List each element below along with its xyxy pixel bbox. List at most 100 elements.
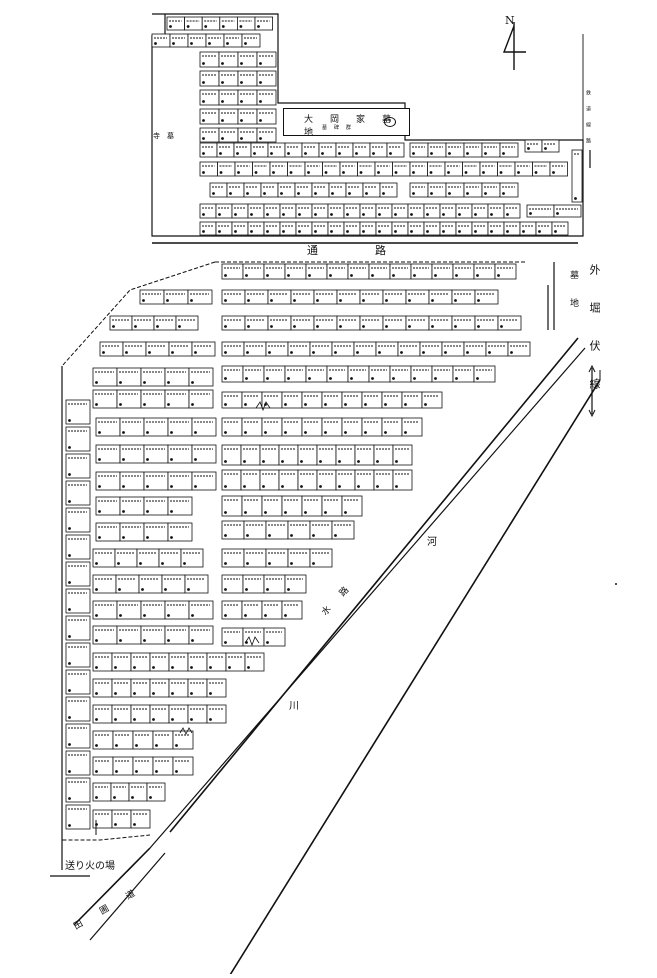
plot-marker bbox=[250, 213, 253, 216]
plot-marker bbox=[454, 325, 457, 328]
plot-marker bbox=[355, 152, 358, 155]
moat-arrow-icon bbox=[588, 364, 596, 418]
plot-marker bbox=[290, 351, 293, 354]
plot-marker bbox=[208, 42, 211, 45]
plot-marker bbox=[357, 485, 360, 488]
upper-plot bbox=[339, 161, 358, 177]
plot-marker bbox=[224, 485, 227, 488]
plot-marker bbox=[362, 325, 365, 328]
east-cemetery-label: 墓 地 bbox=[568, 270, 578, 312]
plot-marker bbox=[122, 536, 125, 539]
upper-plot bbox=[463, 142, 483, 158]
plot-marker bbox=[319, 460, 322, 463]
plot-marker bbox=[259, 81, 262, 84]
plot-marker bbox=[119, 614, 122, 617]
plot-marker bbox=[95, 588, 98, 591]
upper-plot bbox=[369, 142, 388, 158]
plot-marker bbox=[95, 562, 98, 565]
plot-marker bbox=[268, 351, 271, 354]
lower-plot bbox=[359, 289, 384, 305]
plot-marker bbox=[171, 692, 174, 695]
plot-marker bbox=[194, 351, 197, 354]
upper-plot bbox=[409, 182, 429, 198]
plot-marker bbox=[290, 562, 293, 565]
plot-marker bbox=[250, 230, 253, 233]
upper-plot bbox=[362, 182, 381, 198]
plot-marker bbox=[146, 485, 149, 488]
lower-plot bbox=[313, 289, 338, 305]
upper-plot bbox=[514, 161, 533, 177]
plot-marker bbox=[167, 381, 170, 384]
upper-plot bbox=[328, 182, 347, 198]
plot-marker bbox=[424, 403, 427, 406]
plot-marker bbox=[243, 460, 246, 463]
plot-marker bbox=[68, 554, 71, 557]
plot-marker bbox=[281, 460, 284, 463]
plot-marker bbox=[316, 299, 319, 302]
plot-marker bbox=[329, 274, 332, 277]
plot-marker bbox=[240, 100, 243, 103]
upper-plot bbox=[455, 203, 473, 219]
plot-marker bbox=[178, 325, 181, 328]
plot-marker bbox=[146, 536, 149, 539]
plot-marker bbox=[408, 299, 411, 302]
upper-plot bbox=[541, 139, 560, 153]
upper-plot bbox=[199, 142, 218, 158]
plot-marker bbox=[384, 431, 387, 434]
plot-marker bbox=[312, 562, 315, 565]
plot-marker bbox=[264, 431, 267, 434]
upper-plot bbox=[357, 161, 376, 177]
lower-plot bbox=[441, 341, 465, 357]
plot-marker bbox=[385, 299, 388, 302]
plot-marker bbox=[339, 325, 342, 328]
plot-marker bbox=[477, 325, 480, 328]
plot-marker bbox=[262, 460, 265, 463]
plot-marker bbox=[259, 137, 262, 140]
tree-icon bbox=[255, 401, 271, 412]
plot-marker bbox=[224, 403, 227, 406]
plot-marker bbox=[246, 351, 249, 354]
plot-marker bbox=[331, 192, 334, 195]
upper-plot bbox=[409, 161, 428, 177]
plot-marker bbox=[118, 588, 121, 591]
plot-marker bbox=[95, 744, 98, 747]
upper-plot bbox=[205, 33, 225, 48]
upper-plot bbox=[301, 142, 320, 158]
plot-marker bbox=[68, 500, 71, 503]
lower-plot bbox=[187, 289, 213, 305]
lower-plot bbox=[290, 315, 315, 331]
plot-marker bbox=[95, 796, 98, 799]
plot-marker bbox=[482, 171, 485, 174]
plot-marker bbox=[266, 213, 269, 216]
plot-marker bbox=[161, 562, 164, 565]
upper-plot bbox=[250, 142, 269, 158]
upper-plot bbox=[269, 161, 288, 177]
plot-marker bbox=[68, 662, 71, 665]
plot-marker bbox=[253, 152, 256, 155]
plot-marker bbox=[371, 377, 374, 380]
lower-plot bbox=[244, 289, 269, 305]
plot-marker bbox=[412, 192, 415, 195]
plot-marker bbox=[304, 152, 307, 155]
plot-marker bbox=[444, 351, 447, 354]
plot-marker bbox=[68, 716, 71, 719]
upper-plot bbox=[184, 16, 203, 31]
plot-marker bbox=[245, 274, 248, 277]
plot-marker bbox=[362, 230, 365, 233]
plot-marker bbox=[167, 614, 170, 617]
upper-plot bbox=[427, 182, 447, 198]
plot-marker bbox=[112, 325, 115, 328]
lower-plot bbox=[382, 289, 407, 305]
plot-marker bbox=[221, 100, 224, 103]
plot-marker bbox=[314, 192, 317, 195]
plot-marker bbox=[364, 431, 367, 434]
river-label-2: 川 bbox=[289, 701, 299, 712]
upper-plot bbox=[359, 221, 377, 236]
plot-marker bbox=[259, 100, 262, 103]
plot-marker bbox=[68, 473, 71, 476]
upper-plot bbox=[445, 182, 465, 198]
north-arrow-icon bbox=[502, 22, 526, 70]
plot-marker bbox=[378, 213, 381, 216]
upper-plot bbox=[445, 142, 465, 158]
plot-marker bbox=[534, 171, 538, 174]
